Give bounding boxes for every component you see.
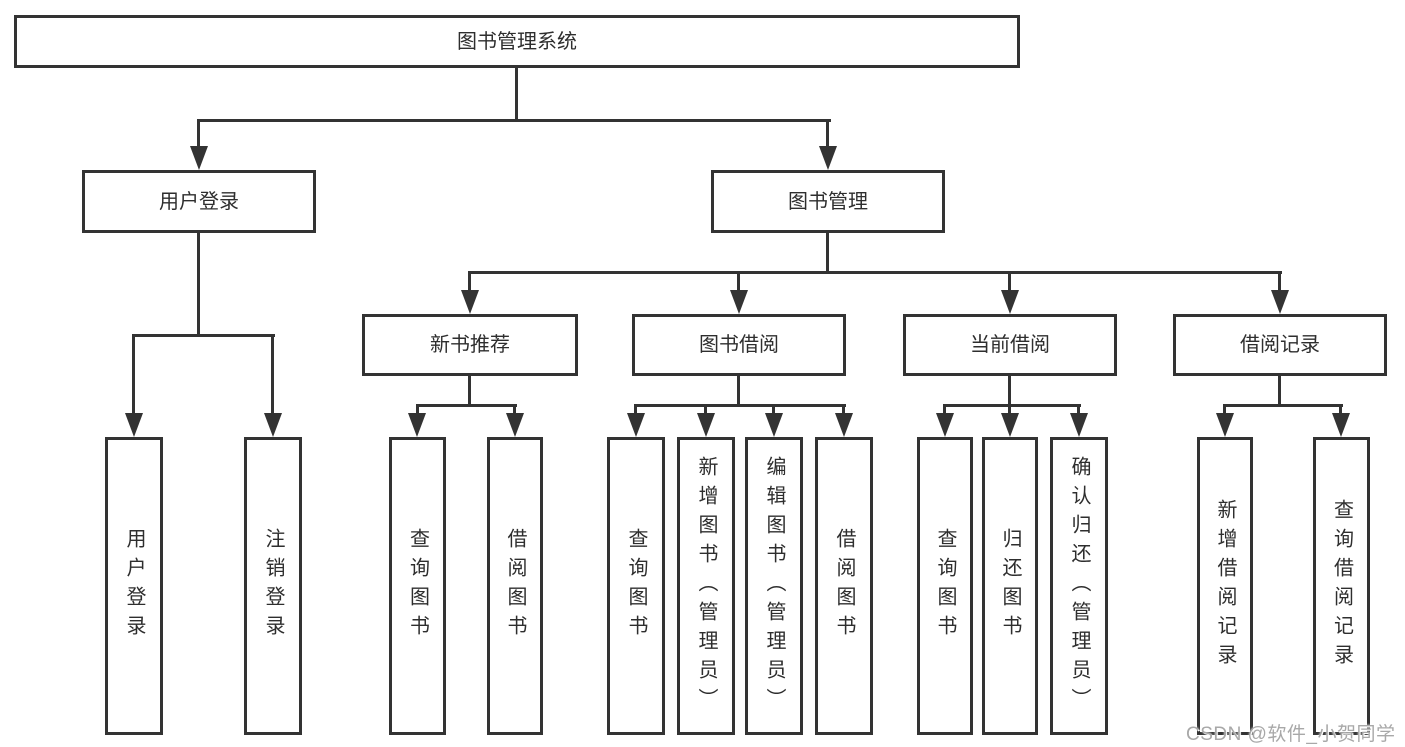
leaf-query-books-current: 查询图书 xyxy=(917,437,973,735)
connector-vline xyxy=(943,404,946,416)
arrow-down-icon xyxy=(506,413,524,437)
connector-hline xyxy=(634,404,846,407)
arrow-down-icon xyxy=(697,413,715,437)
leaf-borrow-books-recommend: 借阅图书 xyxy=(487,437,543,735)
connector-vline xyxy=(826,233,829,273)
arrow-down-icon xyxy=(730,290,748,314)
node-book-management: 图书管理 xyxy=(711,170,945,233)
connector-vline xyxy=(1223,404,1226,416)
arrow-down-icon xyxy=(1332,413,1350,437)
node-borrowing-records: 借阅记录 xyxy=(1173,314,1387,376)
arrow-down-icon xyxy=(408,413,426,437)
node-library-management-system: 图书管理系统 xyxy=(14,15,1020,68)
connector-vline xyxy=(842,404,845,416)
connector-vline xyxy=(468,376,471,406)
arrow-down-icon xyxy=(264,413,282,437)
leaf-edit-book-admin: 编辑图书（管理员） xyxy=(745,437,803,735)
leaf-query-books-recommend: 查询图书 xyxy=(389,437,446,735)
connector-vline xyxy=(1339,404,1342,416)
connector-vline xyxy=(1008,271,1011,292)
arrow-down-icon xyxy=(190,146,208,170)
arrow-down-icon xyxy=(1216,413,1234,437)
connector-vline xyxy=(826,119,829,148)
connector-vline xyxy=(1278,271,1281,292)
arrow-down-icon xyxy=(461,290,479,314)
csdn-watermark: CSDN @软件_小贺同学 xyxy=(1186,724,1396,745)
leaf-add-book-admin: 新增图书（管理员） xyxy=(677,437,735,735)
arrow-down-icon xyxy=(1001,290,1019,314)
leaf-logout: 注销登录 xyxy=(244,437,302,735)
connector-vline xyxy=(271,334,274,415)
arrow-down-icon xyxy=(936,413,954,437)
connector-vline xyxy=(197,119,200,148)
connector-vline xyxy=(132,334,135,415)
connector-vline xyxy=(772,404,775,416)
connector-vline xyxy=(1008,404,1011,416)
node-user-login: 用户登录 xyxy=(82,170,316,233)
connector-vline xyxy=(1077,404,1080,416)
leaf-user-login: 用户登录 xyxy=(105,437,163,735)
connector-hline xyxy=(1223,404,1343,407)
leaf-borrow-books-borrow: 借阅图书 xyxy=(815,437,873,735)
arrow-down-icon xyxy=(819,146,837,170)
connector-vline xyxy=(704,404,707,416)
arrow-down-icon xyxy=(1271,290,1289,314)
leaf-query-borrow-record: 查询借阅记录 xyxy=(1313,437,1370,735)
node-book-borrowing: 图书借阅 xyxy=(632,314,846,376)
connector-hline xyxy=(197,119,831,122)
node-current-borrowing: 当前借阅 xyxy=(903,314,1117,376)
arrow-down-icon xyxy=(125,413,143,437)
connector-vline xyxy=(1008,376,1011,406)
leaf-confirm-return-admin: 确认归还（管理员） xyxy=(1050,437,1108,735)
connector-vline xyxy=(737,376,740,406)
node-new-book-recommendation: 新书推荐 xyxy=(362,314,578,376)
arrow-down-icon xyxy=(1001,413,1019,437)
connector-hline xyxy=(132,334,275,337)
connector-hline xyxy=(468,271,1282,274)
leaf-query-books-borrow: 查询图书 xyxy=(607,437,665,735)
connector-vline xyxy=(197,233,200,334)
arrow-down-icon xyxy=(627,413,645,437)
arrow-down-icon xyxy=(765,413,783,437)
leaf-add-borrow-record: 新增借阅记录 xyxy=(1197,437,1253,735)
arrow-down-icon xyxy=(835,413,853,437)
connector-vline xyxy=(468,271,471,292)
connector-vline xyxy=(737,271,740,292)
connector-vline xyxy=(416,404,419,416)
connector-vline xyxy=(513,404,516,416)
arrow-down-icon xyxy=(1070,413,1088,437)
connector-vline xyxy=(634,404,637,416)
connector-hline xyxy=(416,404,517,407)
connector-vline xyxy=(515,68,518,121)
connector-hline xyxy=(943,404,1081,407)
leaf-return-book: 归还图书 xyxy=(982,437,1038,735)
connector-vline xyxy=(1278,376,1281,406)
